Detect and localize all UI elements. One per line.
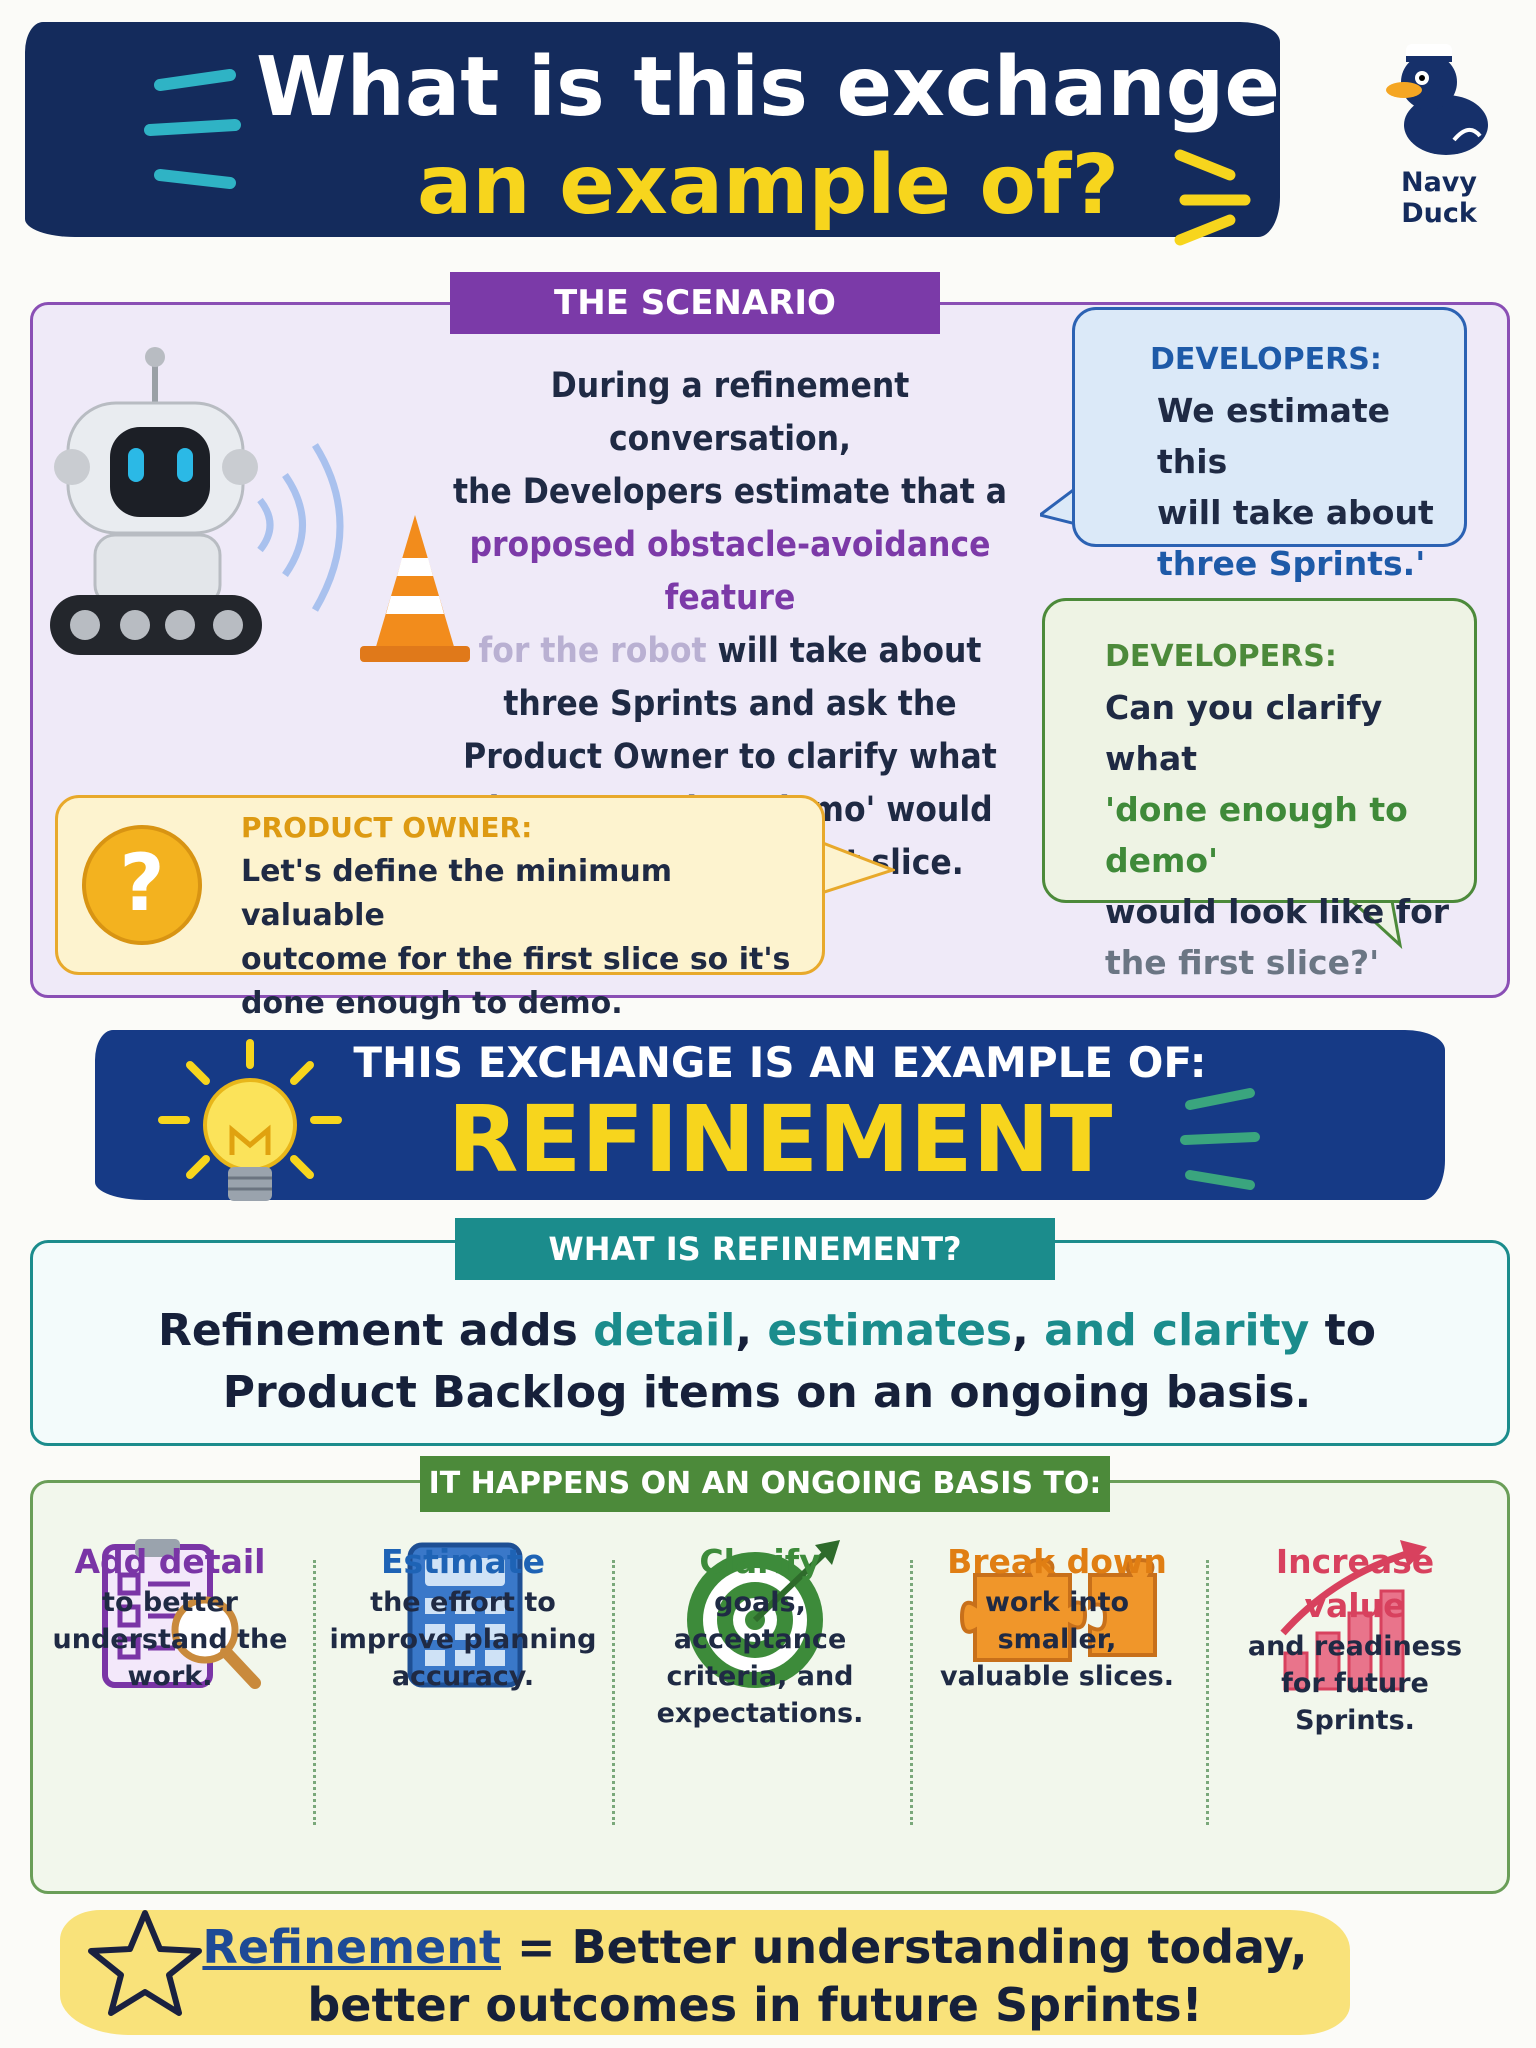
ongoing-item-body: to better (102, 1587, 238, 1618)
scenario-line: for the robot will take about (430, 625, 1030, 678)
ongoing-item-body: work. (127, 1661, 213, 1692)
footer-banner (60, 1910, 1350, 2035)
question-icon: ? (82, 825, 202, 945)
ongoing-item-body: understand the (52, 1624, 288, 1655)
footer-line2: better outcomes in future Sprints! (307, 1978, 1203, 2032)
brand-logo: Navy Duck (1364, 30, 1514, 229)
ongoing-item-estimate: Estimate the effort to improve planning … (328, 1540, 598, 1695)
answer-term: REFINEMENT (447, 1086, 1113, 1193)
ongoing-item-head: Break down (947, 1542, 1167, 1581)
teal-accent-strokes-icon (1180, 1088, 1260, 1190)
bubble-line: the first slice?' (1105, 943, 1380, 982)
ongoing-item-head: Add detail (74, 1542, 266, 1581)
bubble-line: will take about (1157, 493, 1434, 532)
footer-line1: Refinement = Better understanding today, (180, 1918, 1330, 1976)
page-title-line2: an example of? (416, 138, 1120, 233)
scenario-line-highlight: proposed obstacle-avoidance feature (469, 525, 991, 618)
definition-text: Refinement adds (158, 1305, 594, 1356)
calculator-icon (407, 1542, 523, 1688)
bubble-tail (815, 840, 895, 897)
ongoing-item-body: goals, acceptance (673, 1587, 847, 1655)
bubble-line-highlight: 'done enough to demo' (1105, 790, 1408, 880)
bubble-line: would look like for (1105, 892, 1450, 931)
ongoing-item-increase-value: Increase value and readiness for future … (1220, 1540, 1490, 1739)
target-icon (687, 1540, 840, 1688)
ongoing-item-body: Sprints. (1295, 1705, 1415, 1736)
definition-line1: Refinement adds detail, estimates, and c… (30, 1300, 1504, 1362)
duck-mascot-icon (1386, 44, 1488, 155)
definition-keyword: and clarity (1044, 1305, 1310, 1356)
scenario-faded-text: for the robot (478, 631, 707, 671)
scenario-line: three Sprints and ask the (503, 684, 957, 724)
definition-keyword: detail (593, 1305, 736, 1356)
divider (910, 1560, 913, 1825)
bubble-speaker: DEVELOPERS: (1150, 342, 1382, 377)
bubble-line: We estimate this (1157, 391, 1391, 481)
page-title-line1: What is this exchange (256, 40, 1280, 135)
definition-tab: WHAT IS REFINEMENT? (455, 1218, 1055, 1280)
definition-text: , (735, 1305, 768, 1356)
definition-keyword: estimates (767, 1305, 1013, 1356)
traffic-cone-icon (360, 515, 470, 662)
definition-line2: Product Backlog items on an ongoing basi… (222, 1367, 1312, 1418)
clipboard-magnifier-icon (102, 1539, 261, 1689)
robot-icon (50, 347, 262, 655)
bubble-line: outcome for the first slice so it's (241, 942, 791, 977)
scenario-line: the Developers estimate that a (452, 472, 1008, 512)
bubble-line: done enough to demo. (241, 986, 623, 1021)
definition-text: , (1012, 1305, 1045, 1356)
ongoing-item-head: Increase value (1275, 1542, 1435, 1625)
bar-growth-icon (1280, 1540, 1427, 1691)
ongoing-panel (30, 1480, 1510, 1894)
footer-term: Refinement (202, 1920, 501, 1974)
ongoing-item-head: Estimate (380, 1542, 546, 1581)
bubble-speaker: PRODUCT OWNER: (241, 811, 533, 844)
yellow-accent-strokes-icon (1174, 149, 1251, 246)
ongoing-item-body: the effort to (370, 1587, 556, 1618)
ongoing-item-head: Clarify (699, 1542, 821, 1581)
answer-banner (95, 1030, 1445, 1200)
developers-estimate-bubble: DEVELOPERS: We estimate this will take a… (1072, 307, 1467, 583)
ongoing-item-clarify: Clarify goals, acceptance criteria, and … (625, 1540, 895, 1732)
teal-accent-strokes-icon (144, 69, 241, 189)
ongoing-item-body: for future (1281, 1668, 1429, 1699)
answer-lead: THIS EXCHANGE IS AN EXAMPLE OF: (353, 1038, 1207, 1087)
divider (313, 1560, 316, 1825)
puzzle-icon (960, 1557, 1157, 1662)
star-icon (88, 1910, 202, 2016)
divider (612, 1560, 615, 1825)
bubble-tail (1340, 890, 1403, 950)
bubble-speaker: DEVELOPERS: (1105, 639, 1337, 674)
scenario-line-tail: will take about (717, 631, 982, 671)
question-glyph: ? (119, 839, 165, 929)
ongoing-item-body: and readiness (1247, 1631, 1463, 1662)
ongoing-item-body: criteria, and (666, 1661, 854, 1692)
bubble-line: Can you clarify what (1105, 688, 1383, 778)
ongoing-item-body: improve planning (329, 1624, 597, 1655)
ongoing-item-body: expectations. (656, 1698, 864, 1729)
ongoing-item-body: accuracy. (391, 1661, 535, 1692)
lightbulb-icon (158, 1039, 342, 1201)
brand-name: Navy Duck (1400, 167, 1478, 229)
developers-clarify-bubble: DEVELOPERS: Can you clarify what 'done e… (1042, 598, 1477, 982)
ongoing-item-body: valuable slices. (939, 1661, 1175, 1692)
ongoing-item-body: work into smaller, (984, 1587, 1130, 1655)
bubble-line-highlight: three Sprints.' (1157, 544, 1426, 583)
ongoing-item-add-detail: Add detail to better understand the work… (35, 1540, 305, 1695)
definition-text: to (1309, 1305, 1376, 1356)
scenario-line: Product Owner to clarify what (463, 737, 997, 777)
ongoing-tab: IT HAPPENS ON AN ONGOING BASIS TO: (420, 1456, 1110, 1512)
scenario-tab: THE SCENARIO (450, 272, 940, 334)
scenario-text: During a refinement conversation, the De… (430, 360, 1030, 890)
signal-waves-icon (257, 443, 344, 612)
scenario-line: During a refinement conversation, (550, 366, 910, 459)
footer-text: = Better understanding today, (500, 1920, 1308, 1974)
ongoing-item-break-down: Break down work into smaller, valuable s… (922, 1540, 1192, 1695)
divider (1206, 1560, 1209, 1825)
bubble-line: Let's define the minimum valuable (241, 854, 673, 933)
